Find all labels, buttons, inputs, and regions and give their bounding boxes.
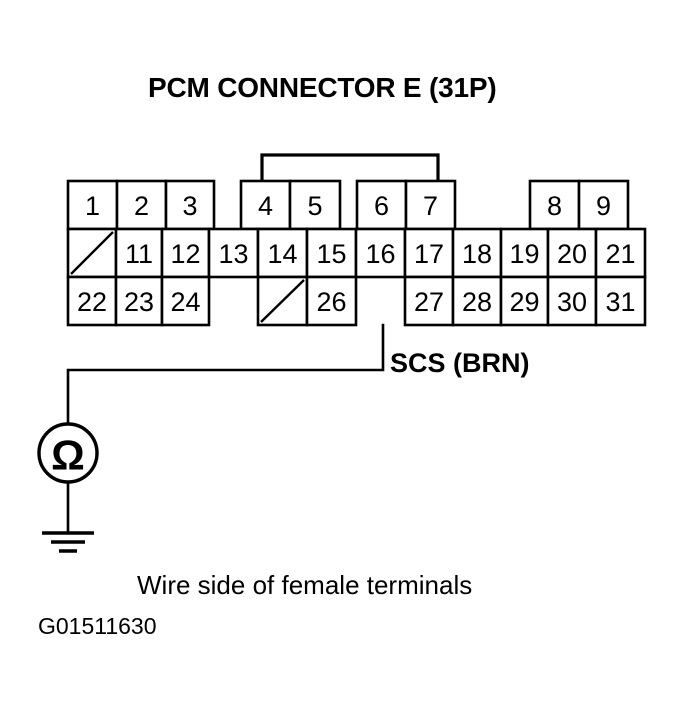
pin-number-label: 30	[557, 287, 587, 317]
connector-row-1: 1 2 3 4 5 6 7 8 9	[66, 179, 630, 231]
pin-number-label: 7	[423, 191, 438, 221]
pin-number-label: 31	[605, 287, 635, 317]
connector-pin-16[interactable]	[354, 227, 407, 279]
pin-number-label: 17	[414, 239, 444, 269]
pin-number-label: 23	[124, 287, 154, 317]
pin-number-label: 22	[77, 287, 107, 317]
ohmmeter: Ω	[37, 422, 99, 553]
connector-pin-31[interactable]	[594, 275, 647, 327]
pin-number-label: 8	[547, 191, 562, 221]
pin-number-label: 19	[509, 239, 539, 269]
connector-pin-23[interactable]	[114, 275, 164, 327]
connector-pin-14[interactable]	[256, 227, 309, 279]
pin-number-label: 28	[462, 287, 492, 317]
connector-pin-11[interactable]	[114, 227, 164, 279]
scs-wire-label: SCS (BRN)	[390, 348, 530, 378]
pin-number-label: 3	[182, 191, 197, 221]
pin-number-label: 29	[509, 287, 539, 317]
pin-number-label: 27	[414, 287, 444, 317]
figure-code: G01511630	[38, 613, 157, 639]
pin-number-label: 11	[125, 239, 153, 269]
pin-number-label: 12	[170, 239, 200, 269]
connector-pin-15[interactable]	[305, 227, 358, 279]
pin-number-label: 5	[307, 191, 322, 221]
pin-number-label: 14	[267, 239, 297, 269]
page-title: PCM CONNECTOR E (31P)	[148, 72, 496, 103]
pin-number-label: 21	[605, 239, 635, 269]
connector-row-2: 11 12 13 14 15 16 17 18 19 20 21	[66, 227, 647, 279]
omega-icon: Ω	[51, 432, 85, 479]
connector-pin-30[interactable]	[546, 275, 598, 327]
pin-number-label: 4	[258, 191, 273, 221]
scs-wire-path	[66, 323, 385, 426]
pin-number-label: 26	[316, 287, 346, 317]
connector-row-3: 22 23 24 26 27 28 29 30 31	[66, 275, 647, 327]
connector-locking-tab	[260, 153, 440, 181]
connector-pin-27[interactable]	[403, 275, 455, 327]
connector-pin-8[interactable]	[528, 179, 581, 231]
pin-number-label: 24	[170, 287, 200, 317]
pin-number-label: 20	[557, 239, 587, 269]
ground-icon	[42, 531, 94, 553]
pin-number-label: 2	[134, 191, 149, 221]
pin-number-label: 13	[218, 239, 248, 269]
pin-number-label: 18	[462, 239, 492, 269]
pin-number-label: 9	[596, 191, 611, 221]
pin-number-label: 1	[85, 191, 100, 221]
blank-cell-slash-icon	[70, 231, 114, 275]
connector-pin-26[interactable]	[305, 275, 358, 327]
blank-cell-slash-icon	[260, 279, 305, 323]
pin-number-label: 6	[374, 191, 389, 221]
pin-number-label: 15	[316, 239, 346, 269]
pin-number-label: 16	[365, 239, 395, 269]
figure-caption: Wire side of female terminals	[137, 570, 472, 600]
connector-pin-24[interactable]	[160, 275, 211, 327]
